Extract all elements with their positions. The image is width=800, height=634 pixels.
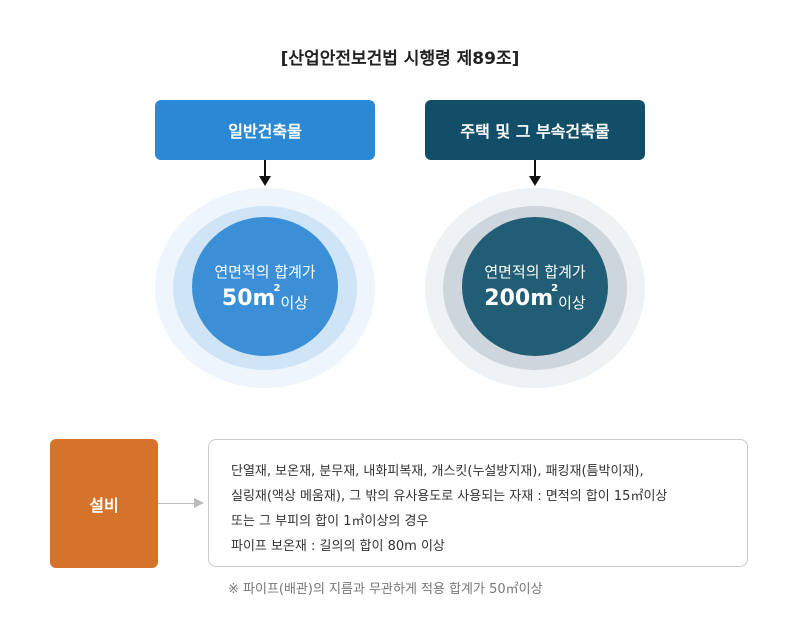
facility-requirement-line: 단열재, 보온재, 분무재, 내화피복재, 개스킷(누설방지재), 패킹재(틈박… xyxy=(231,464,644,479)
housing-requirement-number: 200 xyxy=(484,285,531,311)
housing-requirement-value: 200 m 2 이상 xyxy=(484,282,586,313)
general-requirement-label: 연면적의 합계가 xyxy=(214,262,316,281)
page-title: [산업안전보건법 시행령 제89조] xyxy=(280,49,520,69)
general-requirement-circle: 연면적의 합계가 50 m 2 이상 xyxy=(192,217,338,356)
arrow-right-icon xyxy=(194,498,204,508)
general-requirement-suffix: 이상 xyxy=(280,293,309,312)
facility-requirement-line: 파이프 보온재 : 길의의 합이 80m 이상 xyxy=(231,539,445,554)
housing-requirement-suffix: 이상 xyxy=(558,293,586,312)
facility-requirement-line: 또는 그 부피의 합이 1㎥이상의 경우 xyxy=(231,514,429,529)
general-requirement-unit-sup: 2 xyxy=(273,282,281,294)
housing-requirement-label: 연면적의 합계가 xyxy=(484,262,586,281)
facility-box: 설비 xyxy=(50,439,158,568)
facility-requirements-box: 단열재, 보온재, 분무재, 내화피복재, 개스킷(누설방지재), 패킹재(틈박… xyxy=(208,439,748,567)
arrow-head-icon xyxy=(259,176,271,186)
category-housing-label: 주택 및 그 부속건축물 xyxy=(460,122,610,141)
arrow-head-icon xyxy=(529,176,541,186)
general-requirement-number: 50 xyxy=(221,285,253,311)
facility-requirement-line: 실링재(액상 메움재), 그 밖의 유사용도로 사용되는 자재 : 면적의 합이… xyxy=(231,489,668,504)
arrow-down-icon xyxy=(534,160,536,178)
general-requirement-value: 50 m 2 이상 xyxy=(221,282,309,313)
footnote: ※ 파이프(배관)의 지름과 무관하게 적용 합계가 50㎡이상 xyxy=(228,582,543,597)
category-housing: 주택 및 그 부속건축물 xyxy=(425,100,645,160)
housing-requirement-circle: 연면적의 합계가 200 m 2 이상 xyxy=(462,217,608,356)
housing-requirement-unit: m xyxy=(530,285,554,311)
housing-requirement-unit-sup: 2 xyxy=(551,282,559,294)
category-general-building: 일반건축물 xyxy=(155,100,375,160)
connector-line xyxy=(158,503,196,504)
arrow-down-icon xyxy=(264,160,266,178)
category-general-building-label: 일반건축물 xyxy=(228,122,302,141)
general-requirement-unit: m xyxy=(252,285,276,311)
facility-label: 설비 xyxy=(89,495,119,515)
